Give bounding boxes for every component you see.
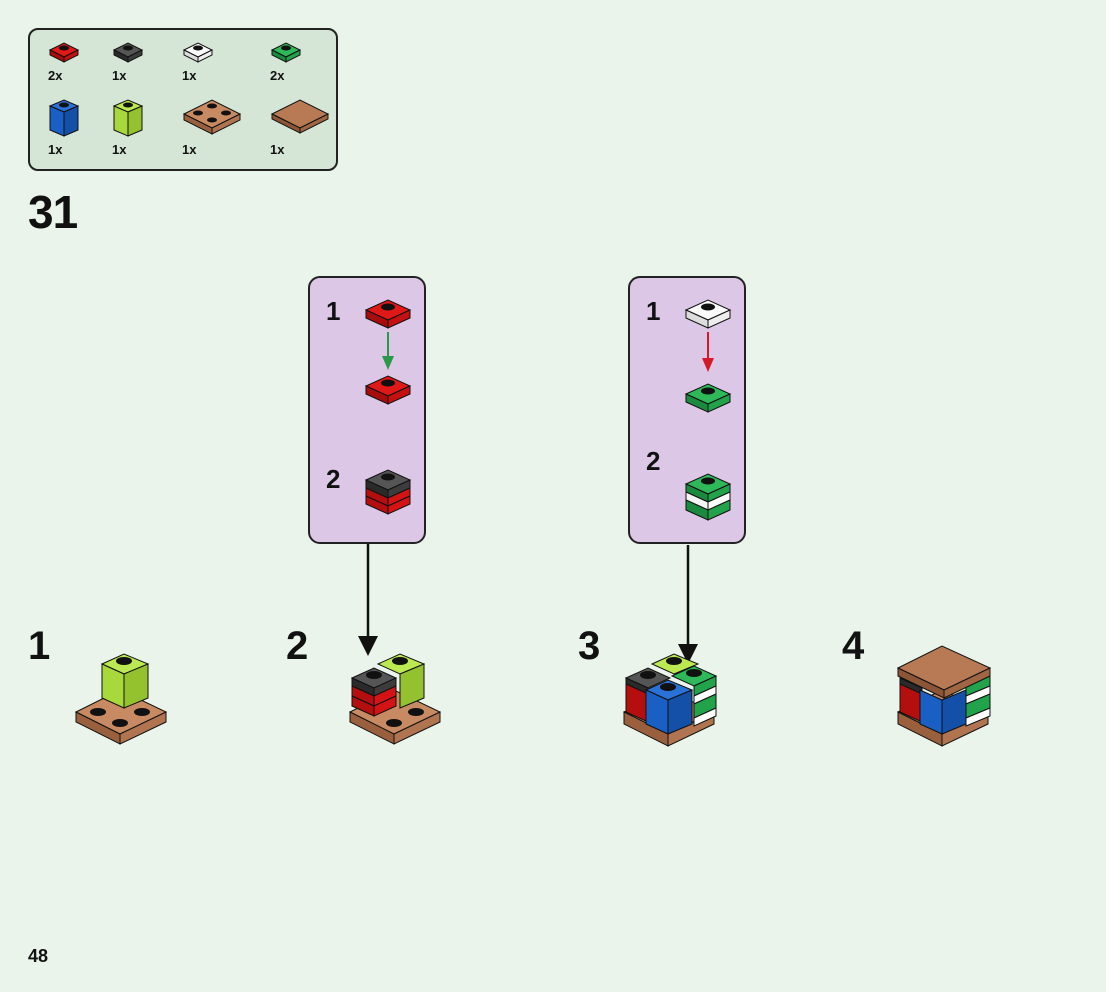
part-qty: 2x <box>48 68 63 83</box>
part-qty: 2x <box>270 68 285 83</box>
stacked-plates-icon <box>364 469 412 515</box>
subassembly-callout-left: 1 2 <box>308 276 426 544</box>
build-step-label: 1 <box>28 624 51 668</box>
part-qty: 1x <box>182 68 197 83</box>
sub-step-label: 2 <box>646 446 661 476</box>
part-blue-brick: 1x <box>48 98 118 157</box>
part-green-plate: 2x <box>270 38 340 83</box>
part-qty: 1x <box>182 142 197 157</box>
build-step-label: 3 <box>578 624 601 668</box>
part-qty: 1x <box>112 142 127 157</box>
part-lime-brick: 1x <box>112 98 182 157</box>
stacked-plates-icon <box>350 667 398 717</box>
tan-plate-2x2-icon <box>182 99 242 135</box>
subassembly-left-illustration <box>364 299 412 515</box>
tan-plate-icon <box>74 689 168 745</box>
green-plate-icon <box>684 383 732 413</box>
parts-list: 2x 1x 1x 2x <box>28 28 338 171</box>
part-tan-tile: 1x <box>270 98 340 157</box>
sub-step-label: 1 <box>326 296 341 326</box>
build-step-2-illustration <box>348 653 442 745</box>
sub-step-label: 1 <box>646 296 661 326</box>
subassembly-right-illustration <box>684 299 732 521</box>
lime-brick-icon <box>376 653 426 709</box>
tan-tile-2x2-icon <box>270 99 330 134</box>
part-qty: 1x <box>270 142 285 157</box>
arrowhead-icon <box>702 358 714 372</box>
red-plate-1x1-icon <box>48 42 80 63</box>
part-tan-plate: 1x <box>182 98 252 157</box>
blue-brick-1x1-icon <box>48 99 80 137</box>
subassembly-callout-right: 1 2 <box>628 276 746 544</box>
build-step-4-illustration <box>896 645 992 747</box>
build-step-label: 2 <box>286 624 309 668</box>
build-step-3-illustration <box>622 653 718 747</box>
sub-step-label: 2 <box>326 464 341 494</box>
part-qty: 1x <box>48 142 63 157</box>
white-plate-icon <box>684 299 732 329</box>
build-step-label: 4 <box>842 624 865 668</box>
page-number: 48 <box>28 946 49 966</box>
lime-brick-1x1-icon <box>112 99 144 137</box>
red-plate-icon <box>364 299 412 329</box>
step-number: 31 <box>28 186 78 238</box>
part-red-plate: 2x <box>48 38 118 83</box>
red-plate-icon <box>364 375 412 405</box>
stacked-plates-icon <box>684 473 732 521</box>
lime-brick-icon <box>100 653 150 709</box>
green-plate-1x1-icon <box>270 42 302 63</box>
build-step-1-illustration <box>74 653 168 745</box>
dark-grey-plate-1x1-icon <box>112 42 144 63</box>
arrowhead-icon <box>382 356 394 370</box>
part-dark-grey-plate: 1x <box>112 38 182 83</box>
arrowhead-icon <box>678 644 698 664</box>
part-qty: 1x <box>112 68 127 83</box>
arrowhead-icon <box>358 636 378 656</box>
white-plate-1x1-icon <box>182 42 214 63</box>
part-white-plate: 1x <box>182 38 252 83</box>
